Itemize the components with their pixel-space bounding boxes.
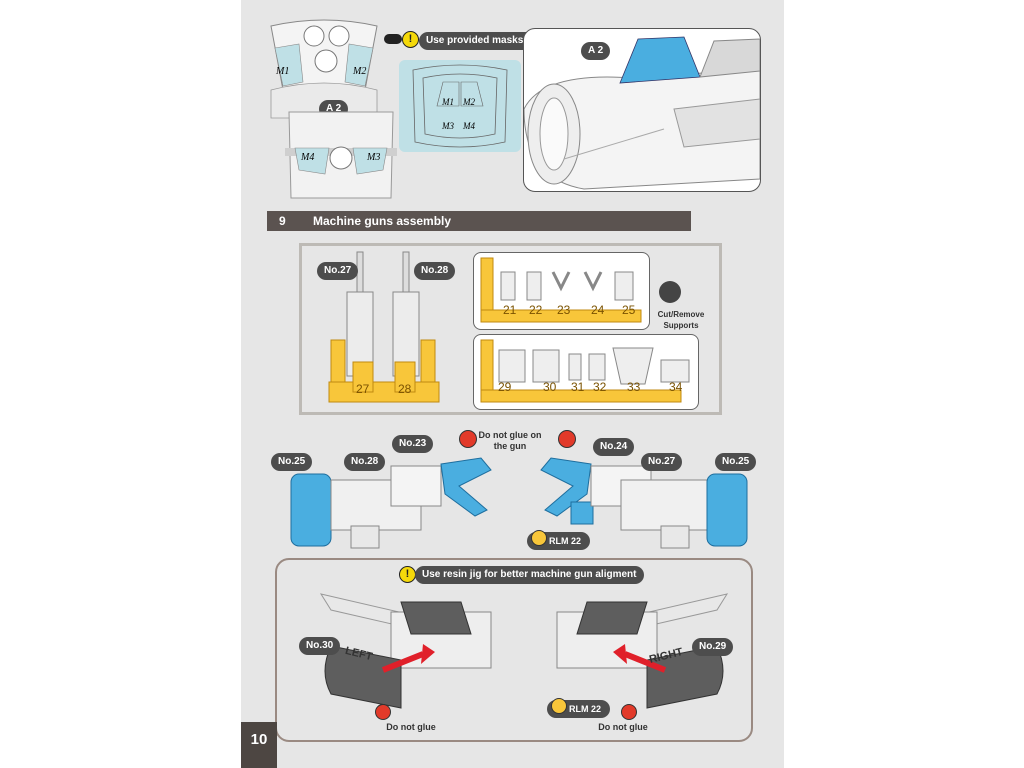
paint-icon [531, 530, 547, 546]
front-canopy-drawing [270, 19, 378, 119]
callout-no27-asm: No.27 [641, 453, 683, 471]
mask-sheet-outlines [412, 64, 508, 148]
frame-part-28: 28 [398, 382, 412, 396]
callout-no25-right: No.25 [715, 453, 757, 471]
sprue-b-part-34: 34 [669, 380, 683, 394]
paint-icon [551, 698, 567, 714]
do-not-glue-right-note: Do not glue [598, 722, 648, 732]
instruction-page: M1 M2 A 2 M4 M3 ! Use provided masks for… [241, 0, 784, 768]
right-jig-drawing [556, 593, 729, 709]
aircraft-nose-drawing [524, 36, 760, 190]
sprue-b-drawing [480, 339, 690, 403]
sprue-a-part-25: 25 [622, 303, 636, 317]
right-gun-assembly-drawing [540, 457, 748, 549]
section-title: Machine guns assembly [313, 214, 452, 228]
sprue-b-part-31: 31 [571, 380, 585, 394]
frame-part-27: 27 [356, 382, 370, 396]
aircraft-view-frame [523, 28, 761, 192]
callout-no28-frame: No.28 [414, 262, 456, 280]
no-glue-icon [375, 704, 391, 720]
callout-a2-canopy: A 2 [581, 42, 611, 60]
sprue-a-part-21: 21 [503, 303, 517, 317]
mask-label-m4: M4 [301, 152, 315, 163]
sheet-label-m4: M4 [463, 121, 475, 131]
sprue-a-part-22: 22 [529, 303, 543, 317]
gun-casting-drawing [328, 251, 440, 403]
callout-no27-frame: No.27 [317, 262, 359, 280]
mask-label-m1: M1 [276, 66, 290, 77]
sheet-label-m2: M2 [463, 97, 475, 107]
no-glue-icon [558, 430, 576, 448]
parts-frame [299, 243, 722, 415]
jig-box [275, 558, 753, 742]
mask-icon [384, 34, 402, 44]
section-header: 9 Machine guns assembly [267, 211, 691, 231]
jig-note: Use resin jig for better machine gun ali… [415, 566, 644, 584]
callout-no25-left: No.25 [271, 453, 313, 471]
sprue-b-part-32: 32 [593, 380, 607, 394]
do-not-glue-gun-note: Do not glue on the gun [478, 430, 542, 451]
sprue-b-part-30: 30 [543, 380, 557, 394]
callout-no30: No.30 [299, 637, 341, 655]
no-glue-icon [459, 430, 477, 448]
sprue-b-part-29: 29 [498, 380, 512, 394]
cutter-icon [659, 281, 681, 303]
sprue-a-drawing [480, 257, 642, 323]
warning-icon: ! [399, 566, 416, 583]
callout-no29: No.29 [692, 638, 734, 656]
mask-label-m2: M2 [353, 66, 367, 77]
sheet-label-m1: M1 [442, 97, 454, 107]
page-number: 10 [241, 722, 277, 768]
do-not-glue-left-note: Do not glue [386, 722, 436, 732]
rear-canopy-drawing [285, 111, 397, 199]
mask-sheet [399, 60, 521, 152]
left-jig-drawing [319, 593, 492, 709]
warning-icon: ! [402, 31, 419, 48]
mask-label-m3: M3 [367, 152, 381, 163]
left-gun-assembly-drawing [290, 457, 492, 549]
callout-no23: No.23 [392, 435, 434, 453]
sprue-b-part-33: 33 [627, 380, 641, 394]
sprue-a-part-23: 23 [557, 303, 571, 317]
callout-no24: No.24 [593, 438, 635, 456]
no-glue-icon [621, 704, 637, 720]
sheet-label-m3: M3 [442, 121, 454, 131]
section-number: 9 [279, 214, 286, 228]
callout-no28-asm: No.28 [344, 453, 386, 471]
sprue-a-part-24: 24 [591, 303, 605, 317]
cut-supports-note: Cut/Remove Supports [657, 310, 705, 330]
